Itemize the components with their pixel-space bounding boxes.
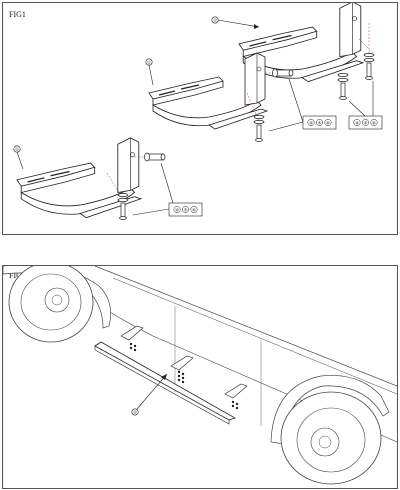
- callout-item: ⑤: [363, 120, 368, 125]
- callout-bracket-middle: ①: [147, 60, 152, 65]
- callout-item: ⑥: [192, 207, 197, 212]
- figure-1-panel: FIG1: [2, 2, 398, 235]
- callout-item: ⑥: [372, 120, 377, 125]
- callout-circle-board: [131, 408, 139, 416]
- bracket-rear-drawing: [238, 3, 375, 100]
- running-board: [94, 341, 236, 425]
- front-wheel: [3, 266, 111, 343]
- callout-item: ④: [355, 120, 360, 125]
- bracket-middle-drawing: [148, 52, 294, 142]
- rear-wheel: [270, 375, 390, 485]
- callout-item: ⑥: [326, 120, 331, 125]
- hardware-callout-front: ④ ⑤ ⑥: [132, 162, 203, 217]
- callout-item: ⑤: [317, 120, 322, 125]
- bracket-front-drawing: [16, 137, 166, 220]
- mount-bracket-3: [224, 383, 248, 410]
- callout-item: ④: [175, 207, 180, 212]
- callout-item: ④: [309, 120, 314, 125]
- figure-2-drawing: ②: [3, 266, 397, 485]
- figure-2-panel: FIG2: [2, 265, 398, 489]
- mount-bracket-2: [170, 355, 194, 384]
- callout-bracket-rear: ①: [213, 18, 218, 23]
- callout-item: ⑤: [183, 207, 188, 212]
- figure-1-label: FIG1: [9, 10, 26, 19]
- hardware-callout-rear: ④ ⑤ ⑥: [348, 81, 383, 130]
- hardware-callout-middle: ④ ⑤ ⑥: [268, 78, 337, 132]
- callout-board: ②: [133, 410, 138, 415]
- callout-bracket-front: ①: [15, 147, 20, 152]
- figure-1-drawing: ① ① ① ④ ⑤: [13, 3, 383, 220]
- mount-bracket-1: [120, 325, 144, 352]
- figure-2-label: FIG2: [9, 271, 26, 280]
